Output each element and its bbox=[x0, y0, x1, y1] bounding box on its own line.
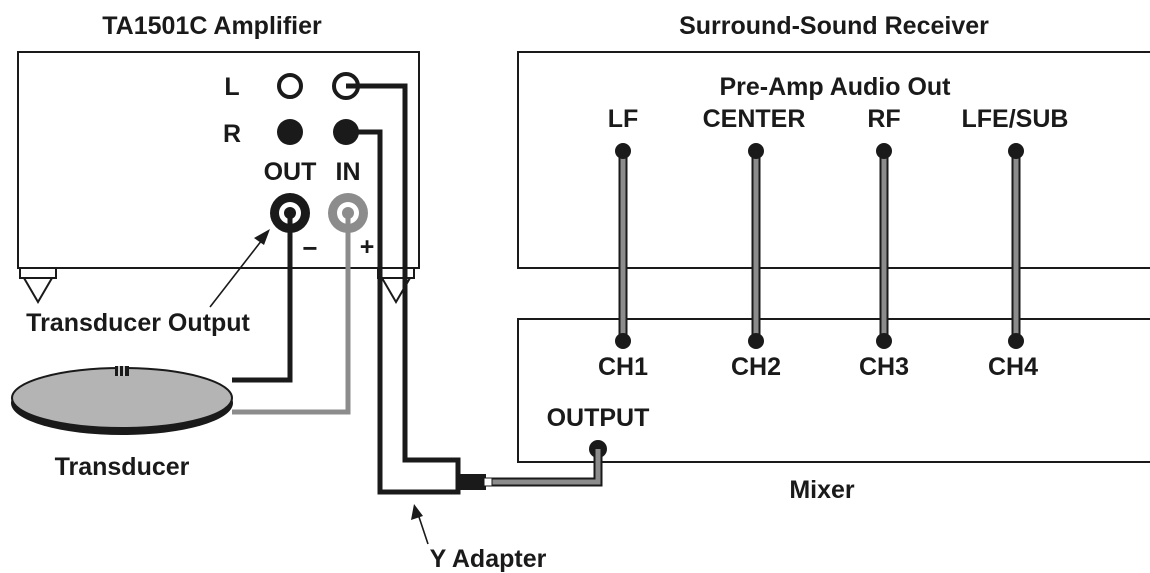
mixer-jack-ch1[interactable] bbox=[615, 333, 631, 349]
transducer-out-positive-post[interactable] bbox=[328, 193, 368, 233]
amp-label-in: IN bbox=[336, 158, 361, 186]
mixer-ch2: CH2 bbox=[731, 353, 781, 381]
mixer-jack-ch2[interactable] bbox=[748, 333, 764, 349]
receiver-title: Surround-Sound Receiver bbox=[679, 12, 989, 40]
amp-label-left: L bbox=[224, 73, 239, 101]
transducer-output-callout: Transducer Output bbox=[26, 309, 250, 337]
mixer-jack-ch4[interactable] bbox=[1008, 333, 1024, 349]
y-adapter-plug bbox=[458, 474, 486, 490]
mixer-ch4: CH4 bbox=[988, 353, 1038, 381]
mixer-body bbox=[517, 318, 1150, 463]
transducer-positive-lead[interactable] bbox=[232, 215, 351, 415]
transducer-output-arrow bbox=[209, 229, 270, 308]
receiver-out-rf: RF bbox=[867, 105, 900, 133]
y-adapter-callout: Y Adapter bbox=[430, 545, 547, 573]
receiver-out-lf: LF bbox=[608, 105, 639, 133]
minus-label: − bbox=[302, 233, 317, 263]
mixer-output-cable[interactable] bbox=[490, 449, 603, 487]
mixer-jack-ch3[interactable] bbox=[876, 333, 892, 349]
amplifier-title: TA1501C Amplifier bbox=[102, 12, 322, 40]
receiver-out-lfe-sub: LFE/SUB bbox=[962, 105, 1069, 133]
transducer-out-negative-post[interactable] bbox=[270, 193, 310, 233]
receiver-section-label: Pre-Amp Audio Out bbox=[719, 73, 951, 101]
plus-label: + bbox=[360, 233, 375, 261]
mixer-output-label: OUTPUT bbox=[547, 404, 650, 432]
right-out-jack[interactable] bbox=[277, 119, 303, 145]
mixer-ch3: CH3 bbox=[859, 353, 909, 381]
receiver-jack-rf[interactable] bbox=[876, 143, 892, 159]
amp-label-right: R bbox=[223, 120, 241, 148]
transducer-negative-lead[interactable] bbox=[232, 215, 293, 383]
y-adapter-arrow bbox=[411, 504, 429, 545]
left-out-jack[interactable] bbox=[277, 73, 303, 99]
transducer-label: Transducer bbox=[55, 453, 190, 481]
receiver-jack-lfe-sub[interactable] bbox=[1008, 143, 1024, 159]
receiver-jack-lf[interactable] bbox=[615, 143, 631, 159]
mixer-ch1: CH1 bbox=[598, 353, 648, 381]
receiver-jack-center[interactable] bbox=[748, 143, 764, 159]
receiver-out-center: CENTER bbox=[703, 105, 806, 133]
mixer-title: Mixer bbox=[789, 476, 855, 504]
y-adapter-plug-tip bbox=[483, 477, 493, 487]
amp-label-out: OUT bbox=[264, 158, 317, 186]
transducer-disc[interactable] bbox=[11, 366, 233, 435]
receiver-body bbox=[517, 51, 1150, 269]
